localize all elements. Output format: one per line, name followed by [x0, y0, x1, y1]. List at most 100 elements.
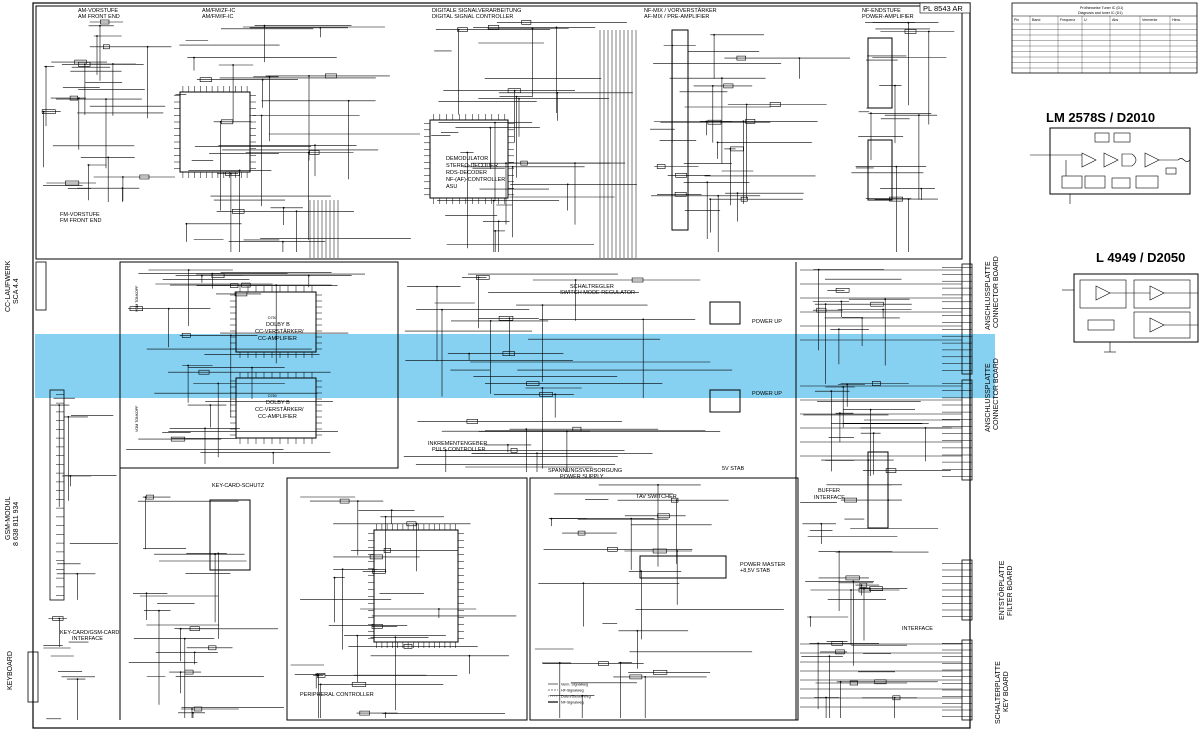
am-fm-if-label-en: AM/FM/IF-IC: [202, 14, 233, 20]
resistor: [476, 275, 490, 280]
junction-dot: [457, 28, 460, 31]
junction-dot: [518, 97, 520, 100]
resistor: [835, 649, 845, 655]
side-label-keyboard-de: SCHALTERPLATTE: [995, 661, 1002, 724]
connector-board-bottom: [961, 379, 973, 481]
junction-dot: [574, 279, 577, 281]
table-title-de: Prüfhinweise Tuner IC (D1): [1080, 6, 1123, 10]
table-header-cell: Vermerke: [1142, 18, 1157, 22]
side-label-connector-de-2: ANSCHLUSSPLATTE: [985, 363, 992, 432]
resistor: [309, 150, 320, 155]
junction-dot: [468, 654, 471, 657]
resistor: [232, 209, 245, 214]
resistor: [324, 73, 337, 79]
side-label-cc-model: SCA 4.4: [13, 278, 20, 304]
junction-dot: [201, 274, 203, 277]
resistor: [577, 530, 586, 536]
junction-dot: [232, 64, 235, 66]
junction-dot: [282, 240, 284, 243]
resistor: [656, 164, 666, 169]
junction-dot: [536, 452, 538, 455]
junction-dot: [861, 317, 863, 319]
side-label-keyboard-en: KEY BOARD: [1003, 671, 1010, 712]
junction-dot: [717, 194, 720, 197]
cc-amp-top-ref: D750: [268, 316, 277, 320]
junction-dot: [556, 91, 559, 94]
junction-dot: [907, 198, 910, 201]
resistor: [844, 497, 857, 503]
junction-dot: [45, 65, 47, 68]
connector-gsm: [49, 389, 65, 601]
power-up-bottom: POWER UP: [752, 391, 782, 397]
junction-dot: [209, 404, 212, 406]
resistor: [170, 436, 186, 442]
junction-dot: [492, 199, 495, 202]
junction-dot: [317, 674, 320, 677]
junction-dot: [251, 366, 253, 369]
junction-dot: [105, 98, 107, 100]
junction-dot: [513, 89, 516, 92]
connector-board-top: [961, 263, 973, 375]
cc-amp-bot-ref: D760: [268, 394, 277, 398]
lm2578-title: LM 2578S / D2010: [1046, 110, 1155, 125]
junction-dot: [441, 308, 443, 311]
junction-dot: [745, 103, 748, 106]
junction-dot: [525, 428, 528, 431]
resistor: [871, 381, 881, 386]
legend-item: HF-Signalweg: [561, 689, 584, 693]
junction-dot: [541, 304, 544, 306]
junction-dot: [468, 352, 470, 355]
power-up-top: POWER UP: [752, 319, 782, 325]
resistor: [740, 196, 748, 202]
junction-dot: [341, 568, 344, 571]
junction-dot: [736, 192, 739, 195]
junction-dot: [230, 172, 232, 175]
junction-dot: [515, 95, 518, 98]
power-amp-ic-2: [867, 139, 893, 201]
lm2578-diagram: [1030, 127, 1191, 204]
sheet-ref-box: [919, 2, 971, 14]
resistor: [359, 710, 370, 716]
junction-dot: [373, 570, 376, 573]
junction-dot: [642, 318, 645, 321]
legend-item: Verm. Signalweg: [561, 683, 588, 687]
power-section-frame: [529, 477, 799, 721]
legend-item: NF-Signalweg: [561, 701, 584, 705]
switch-reg-ic-top: [709, 301, 741, 325]
junction-dot: [824, 303, 827, 306]
resistor: [845, 575, 860, 581]
connector-cc-drive: [35, 261, 47, 311]
table-header-cell: Frequenz: [1060, 18, 1075, 22]
junction-dot: [809, 616, 812, 618]
junction-dot: [444, 449, 447, 452]
power-master-stab: +8,5V STAB: [740, 568, 770, 574]
resistor: [510, 448, 518, 453]
resistor: [657, 513, 670, 519]
table-header-cell: Abs: [1112, 18, 1118, 22]
cc-amp-bot-en: CC-AMPLIFIER: [258, 414, 297, 420]
l4949-diagram: [1062, 273, 1199, 353]
junction-dot: [394, 636, 397, 639]
resistor: [100, 19, 110, 25]
junction-dot: [507, 444, 509, 446]
junction-dot: [798, 57, 801, 59]
junction-dot: [869, 408, 872, 411]
junction-dot: [927, 30, 930, 33]
resistor: [831, 641, 843, 646]
resistor: [502, 351, 515, 356]
side-label-connector-de: ANSCHLUSSPLATTE: [985, 261, 992, 330]
junction-dot: [314, 144, 316, 147]
junction-dot: [555, 26, 558, 29]
tuner-test-table: Prüfhinweise Tuner IC (D1) Diagnosis and…: [1011, 2, 1198, 74]
junction-dot: [508, 317, 511, 320]
key-card-ic: [209, 499, 251, 571]
resistor: [769, 102, 781, 107]
junction-dot: [122, 176, 124, 178]
buffer-interface-label: INTERFACE: [814, 495, 845, 501]
junction-dot: [295, 210, 298, 213]
resistor: [145, 494, 154, 500]
table-title-en: Diagnosis and tuner IC (D1): [1078, 11, 1123, 15]
resistor: [745, 119, 756, 124]
resistor: [885, 468, 897, 473]
cc-amp-top-dolby: DOLBY B: [266, 322, 290, 328]
